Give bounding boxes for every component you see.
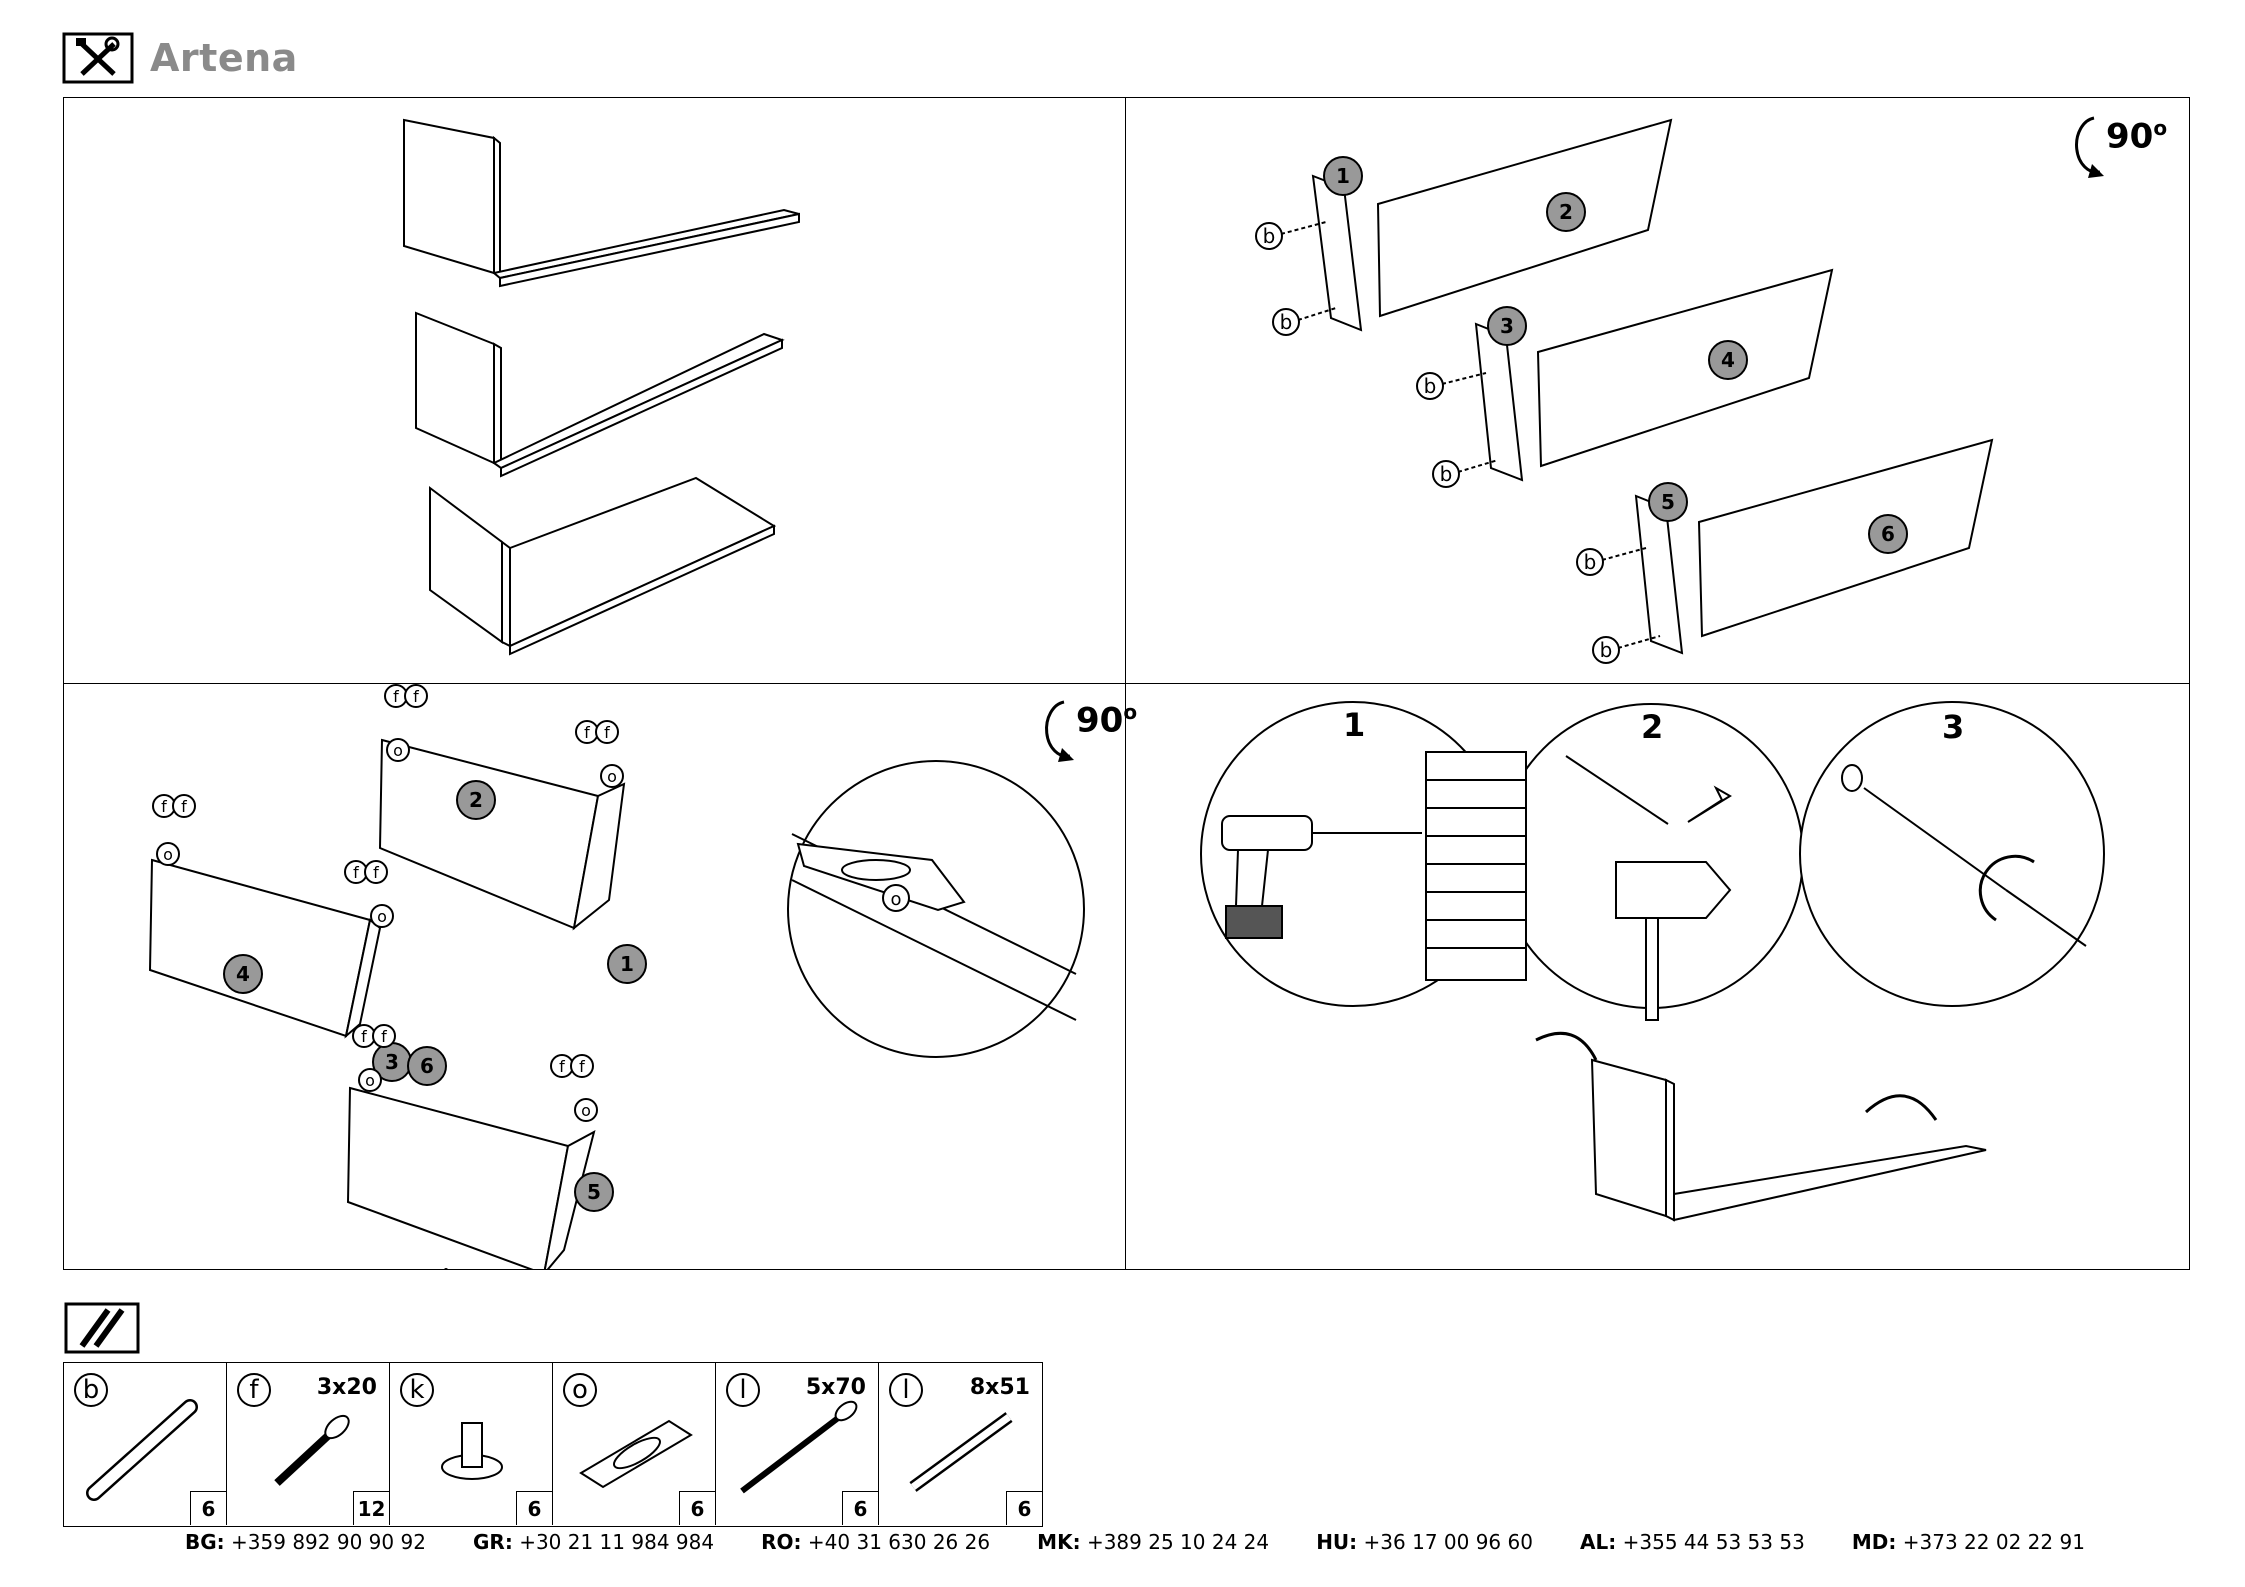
label-f: f [161,797,167,816]
panel-hanger-assembly: 2 1 4 3 f f f f f f [64,684,1137,1269]
label-f: f [373,863,379,882]
hardware-letter: b [74,1373,108,1407]
hardware-qty: 6 [190,1491,226,1525]
label-f: f [604,723,610,742]
step-number-2: 2 [1641,708,1664,746]
label-f: f [353,863,359,882]
label-o: o [365,1071,375,1090]
label-o: o [377,907,387,926]
label-f: f [559,1057,565,1076]
screwdriver-icon [1841,764,2087,947]
hardware-letter: l [889,1373,923,1407]
label-b: b [1280,310,1293,334]
hardware-item-b: b 6 [64,1363,227,1525]
hardware-letter: o [563,1373,597,1407]
part-number-1: 1 [1336,164,1350,188]
cap-icon [441,1422,503,1480]
hardware-item-o: o 6 [553,1363,716,1525]
hardware-size: 5x70 [805,1375,866,1400]
panel-shelves-overview [64,98,1126,684]
step-3-circle [1799,701,2105,1007]
hardware-letter: f [237,1373,271,1407]
hardware-qty: 6 [679,1491,715,1525]
contact-bg: BG: +359 892 90 90 92 [185,1530,426,1554]
label-o: o [581,1101,591,1120]
hardware-size: 8x51 [969,1375,1030,1400]
part-number-4: 4 [1721,348,1735,372]
wall-plug-icon [909,1412,1013,1492]
long-screw-icon [740,1400,858,1494]
label-f: f [361,1027,367,1046]
contact-al: AL: +355 44 53 53 53 [1580,1530,1805,1554]
part-number-6: 6 [420,1054,434,1078]
instruction-grid: b b b b b b 1 2 3 4 5 6 [63,97,2190,1270]
label-f: f [381,1027,387,1046]
panel-wall-mounting: 1 2 3 [1126,684,2189,1269]
hardware-qty: 6 [842,1491,878,1525]
part-number-3: 3 [385,1050,399,1074]
drill-icon [1221,815,1422,939]
contact-md: MD: +373 22 02 22 91 [1851,1530,2085,1554]
hardware-table: b 6 f 3x20 12 k 6 o 6 l 5 [63,1362,1043,1527]
rotation-label: 90o [1076,700,1138,741]
hardware-letter: l [726,1373,760,1407]
shelves-illustration [403,118,800,656]
step-number-1: 1 [1343,706,1366,744]
step-number-3: 3 [1942,708,1965,746]
hardware-qty: 12 [353,1491,389,1525]
label-o: o [607,767,617,786]
hanger-plate-icon [579,1419,693,1489]
hardware-item-f: f 3x20 12 [227,1363,390,1525]
page-header: Artena [62,30,298,86]
hardware-size: 3x20 [316,1375,377,1400]
part-number-4: 4 [236,962,250,986]
part-number-5: 5 [1661,490,1675,514]
contacts-footer: BG: +359 892 90 90 92 GR: +30 21 11 984 … [185,1530,2085,1554]
label-b: b [1584,550,1597,574]
dowel-icon [86,1399,198,1501]
hardware-item-l-8x51: l 8x51 6 [879,1363,1042,1525]
label-f: f [393,687,399,706]
label-o: o [890,889,901,910]
label-o: o [393,741,403,760]
label-b: b [1424,374,1437,398]
part-number-3: 3 [1500,314,1514,338]
hardware-icon [64,1302,140,1354]
label-f: f [413,687,419,706]
label-b: b [1440,462,1453,486]
hardware-item-l-5x70: l 5x70 6 [716,1363,879,1525]
contact-hu: HU: +36 17 00 96 60 [1316,1530,1533,1554]
hanger-assembly-illustration: 2 1 4 3 f f f f f f [148,684,1085,1269]
label-o: o [163,845,173,864]
rotate-arrow-icon [2075,116,2101,174]
label-b: b [1263,224,1276,248]
hammer-icon [1565,755,1732,1021]
label-f: f [584,723,590,742]
part-number-1: 1 [620,952,634,976]
label-f: f [579,1057,585,1076]
part-number-6: 6 [1881,522,1895,546]
brick-wall-icon [1425,751,1527,981]
part-number-5: 5 [587,1180,601,1204]
panel-dowel-assembly: b b b b b b 1 2 3 4 5 6 [1126,98,2189,684]
dowel-assembly-illustration: b b b b b b 1 2 3 4 5 6 [1255,116,2104,664]
hardware-qty: 6 [1006,1491,1042,1525]
contact-gr: GR: +30 21 11 984 984 [473,1530,715,1554]
label-f: f [181,797,187,816]
rotation-label: 90o [2106,116,2168,157]
contact-mk: MK: +389 25 10 24 24 [1037,1530,1270,1554]
contact-ro: RO: +40 31 630 26 26 [761,1530,991,1554]
wall-mounting-illustration [1200,701,2105,1222]
page-title: Artena [150,36,298,80]
hardware-letter: k [400,1373,434,1407]
part-number-2: 2 [1559,200,1573,224]
rotate-arrow-icon [1045,700,1071,758]
shelf-flip-illustration [1535,1031,1987,1222]
screw-icon [274,1414,350,1486]
hardware-item-k: k 6 [390,1363,553,1525]
hardware-qty: 6 [516,1491,552,1525]
label-b: b [1600,638,1613,662]
part-number-2: 2 [469,788,483,812]
tools-icon [62,32,134,84]
